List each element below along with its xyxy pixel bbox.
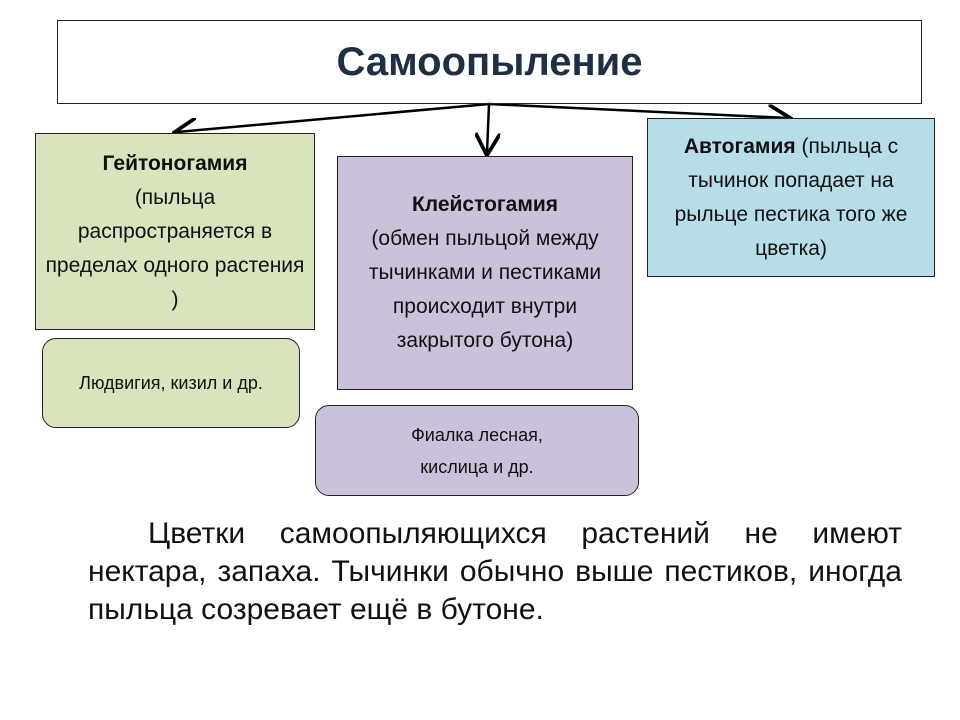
title-text: Самоопыление	[336, 40, 643, 84]
cleistogamy-box: Клейстогамия (обмен пыльцой между тычинка…	[337, 156, 633, 390]
geitonogamy-examples-text: Людвигия, кизил и др.	[79, 373, 263, 393]
autogamy-desc: (пыльца с тычинок попадает на рыльце пес…	[674, 134, 908, 260]
geitonogamy-examples: Людвигия, кизил и др.	[42, 338, 300, 428]
cleistogamy-desc: (обмен пыльцой между тычинками и пестика…	[368, 227, 602, 352]
geitonogamy-desc: (пыльца распространяется в пределах одно…	[45, 185, 305, 311]
geitonogamy-box: Гейтоногамия (пыльца распространяется в п…	[35, 133, 315, 330]
geitonogamy-term: Гейтоногамия	[102, 151, 248, 175]
arrow-to-geitonogamy	[177, 102, 490, 132]
arrow-to-autogamy	[488, 102, 788, 118]
autogamy-box: Автогамия (пыльца с тычинок попадает на …	[647, 118, 935, 277]
page-title: Самоопыление	[57, 20, 922, 104]
cleistogamy-examples: Фиалка лесная, кислица и др.	[315, 405, 639, 496]
cleistogamy-examples-text: Фиалка лесная, кислица и др.	[411, 424, 543, 477]
autogamy-term: Автогамия	[683, 134, 796, 158]
cleistogamy-term: Клейстогамия	[411, 193, 559, 216]
arrow-to-cleistogamy	[487, 103, 489, 153]
description-paragraph: Цветки самоопыляющихся растений не имеют…	[88, 517, 902, 626]
